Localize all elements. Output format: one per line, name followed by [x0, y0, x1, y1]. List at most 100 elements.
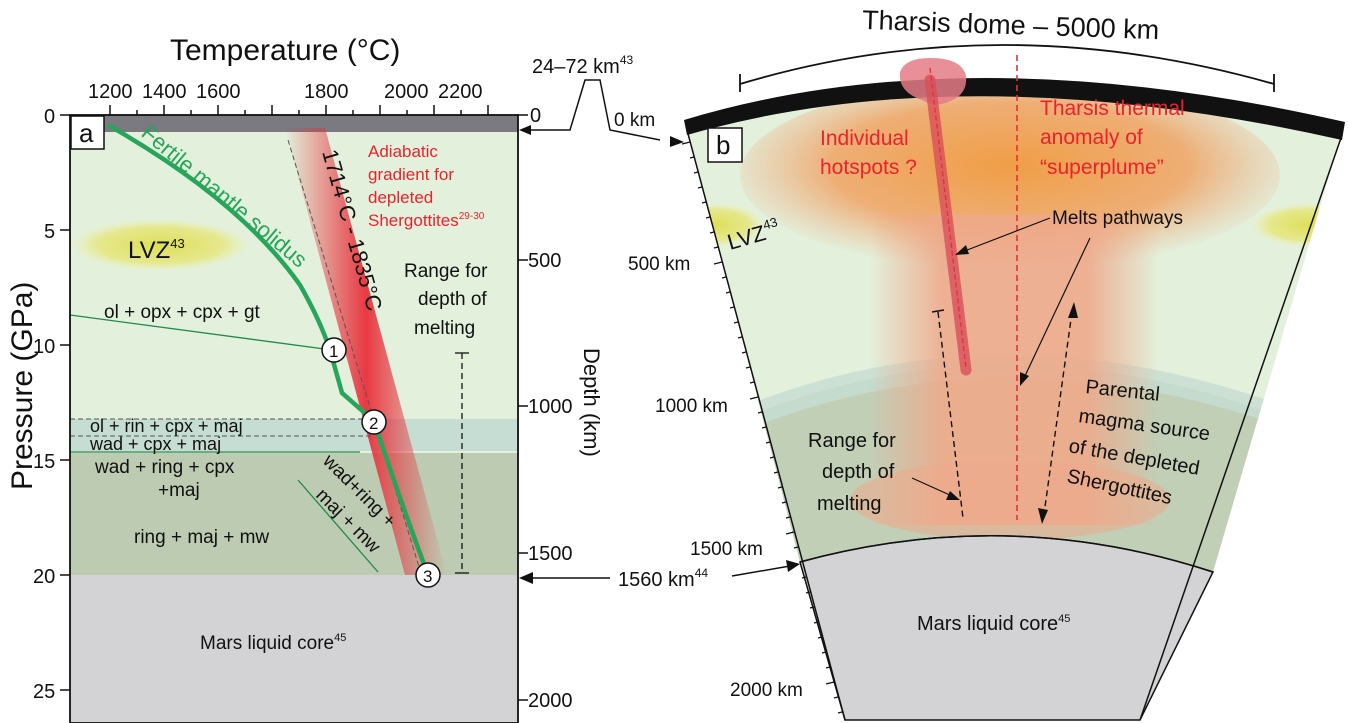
panel-b-label-box [707, 127, 743, 163]
depth-tick-1000: 1000 [528, 396, 573, 418]
svg-text:3: 3 [423, 567, 432, 586]
crust-bar [70, 115, 518, 132]
svg-text:melting: melting [414, 318, 475, 339]
hotspot-conduit-dashed [929, 67, 967, 369]
depth-b-2000: 2000 km [730, 680, 803, 701]
phase-ol-opx: ol + opx + cpx + gt [104, 302, 261, 323]
pressure-tick-25: 25 [33, 681, 55, 703]
crust-bracket [522, 79, 661, 141]
depth-b-0: 0 km [614, 110, 655, 131]
pressure-axis-title: Pressure (GPa) [6, 282, 39, 490]
svg-text:gradient for: gradient for [368, 165, 454, 184]
hotspots-label: Individual hotspots ? [820, 127, 917, 179]
depth-axis-title: Depth (km) [579, 348, 604, 457]
svg-text:“superplume”: “superplume” [1040, 156, 1164, 179]
panel-b-label: b [716, 130, 730, 160]
panel-a-label-box [70, 115, 105, 150]
svg-text:Adiabatic: Adiabatic [368, 142, 438, 161]
phase-boundary-4 [297, 479, 379, 573]
crust-range-label: 24–72 km43 [532, 53, 634, 78]
phase-boundary-1 [69, 314, 333, 351]
panel-b: 0 km 500 km 1000 km 1500 km 2000 km b Th… [614, 5, 1345, 721]
svg-text:2: 2 [369, 414, 378, 433]
phase-wad-ring-2: +maj [158, 480, 200, 501]
core-label-b: Mars liquid core45 [917, 613, 1070, 635]
phase-wad-cpx: wad + cpx + maj [89, 434, 221, 454]
crust-arrow-left [519, 125, 531, 135]
pressure-tick-5: 5 [44, 221, 55, 243]
depth-ticks-b [681, 141, 843, 714]
depth-ticks [518, 114, 528, 701]
fertile-solidus-curve [106, 123, 431, 576]
transition-band [70, 419, 518, 451]
point-2: 2 [361, 409, 387, 435]
svg-text:depth of: depth of [822, 461, 895, 483]
upper-mantle-region [70, 115, 518, 453]
phase-ring-maj: ring + maj + mw [134, 527, 269, 548]
temp-tick-1600: 1600 [196, 81, 241, 103]
svg-text:anomaly of: anomaly of [1040, 126, 1143, 149]
pressure-tick-0: 0 [44, 106, 55, 128]
lvz-blob [70, 219, 250, 271]
svg-text:Range for: Range for [808, 430, 896, 452]
pressure-tick-10: 10 [33, 336, 55, 358]
depth-b-1000: 1000 km [655, 396, 728, 417]
temp-tick-1200: 1200 [88, 81, 133, 103]
adiabat-dashed-line [287, 139, 421, 571]
pressure-ticks [60, 114, 70, 691]
core-label-a: Mars liquid core45 [200, 632, 346, 654]
dome-label: Tharsis dome – 5000 km [862, 5, 1160, 45]
range-label: Range for depth of melting [404, 261, 488, 339]
svg-text:Shergottites29-30: Shergottites29-30 [368, 211, 485, 230]
middle-annotations: 24–72 km43 1560 km44 [519, 53, 800, 591]
temperature-axis-title: Temperature (°C) [170, 34, 400, 67]
phase-ol-rin: ol + rin + cpx + maj [90, 416, 243, 436]
cmb-arrow-head-left [519, 572, 533, 584]
panel-a: LVZ43 a Temperature (°C) 1200 14 [6, 34, 604, 723]
svg-text:hotspots ?: hotspots ? [820, 156, 917, 179]
melts-label: Melts pathways [1052, 208, 1183, 229]
range-arrow-b [911, 477, 953, 497]
svg-text:depth of: depth of [418, 289, 487, 310]
sector-edge-left [686, 129, 846, 721]
cmb-arrow-line-b [731, 565, 791, 577]
panel-a-frame [69, 114, 519, 723]
parental-range-line [1043, 311, 1073, 515]
temp-tick-1400: 1400 [142, 81, 187, 103]
adiabatic-label: Adiabatic gradient for depleted Shergott… [368, 142, 485, 230]
crust-arrow-right [670, 136, 684, 147]
dome-bracket [739, 44, 1275, 85]
panel-a-label: a [79, 118, 94, 148]
crust-arc [684, 77, 1345, 140]
superplume-base [850, 460, 1170, 540]
temp-tick-2000: 2000 [384, 81, 429, 103]
lower-mantle-region [70, 453, 518, 575]
point-1: 1 [321, 337, 347, 363]
core-region [70, 575, 518, 723]
temperature-ticks [109, 105, 489, 115]
pressure-tick-20: 20 [33, 566, 55, 588]
temp-tick-1800: 1800 [304, 81, 349, 103]
cmb-arrow-head-right [786, 560, 800, 572]
depth-tick-0: 0 [530, 105, 541, 127]
range-line-b [937, 311, 964, 519]
depth-tick-1500: 1500 [528, 543, 573, 565]
depth-tick-500: 500 [528, 250, 561, 272]
svg-text:Tharsis thermal: Tharsis thermal [1040, 97, 1185, 120]
range-label-b: Range for depth of melting [808, 430, 896, 515]
hotspot-conduit [924, 74, 972, 376]
point-3: 3 [415, 562, 441, 588]
svg-text:1: 1 [329, 342, 338, 361]
core-boundary [799, 535, 1214, 573]
melts-arrow-2 [1023, 237, 1091, 379]
temp-tick-2200: 2200 [438, 81, 483, 103]
sector-edge-right [1139, 134, 1343, 721]
svg-text:melting: melting [817, 493, 881, 515]
depth-b-500: 500 km [628, 254, 690, 275]
cmb-label: 1560 km44 [618, 566, 708, 591]
adiabat-band [285, 128, 447, 575]
svg-text:Range for: Range for [404, 261, 488, 282]
depth-tick-2000: 2000 [528, 690, 573, 712]
pressure-tick-15: 15 [33, 451, 55, 473]
